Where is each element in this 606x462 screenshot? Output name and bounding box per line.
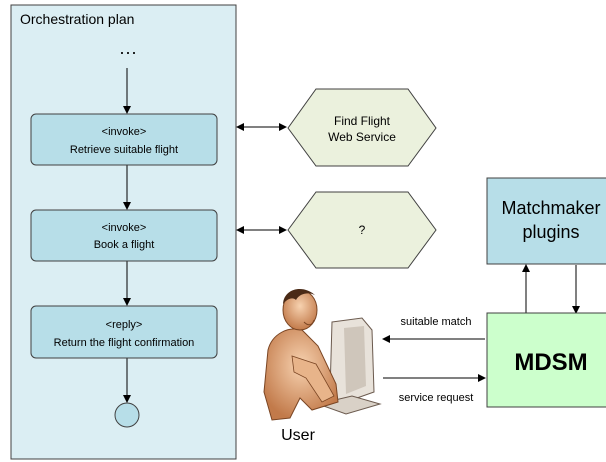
service-find-flight[interactable]: Find Flight Web Service	[287, 88, 437, 167]
service-line2: Web Service	[328, 130, 396, 144]
suitable-match-label: suitable match	[401, 316, 472, 328]
user-illustration: User	[263, 289, 382, 444]
matchmaker-line2: plugins	[522, 222, 579, 242]
service-links	[236, 123, 287, 234]
end-node	[114, 402, 140, 428]
step-label: Retrieve suitable flight	[70, 144, 178, 156]
panel-title: Orchestration plan	[20, 11, 134, 27]
matchmaker-mdsm-arrows	[522, 264, 580, 314]
step-return-confirmation[interactable]: <reply> Return the flight confirmation	[30, 305, 218, 359]
service-label: ?	[359, 223, 366, 237]
step-retrieve-flight[interactable]: <invoke> Retrieve suitable flight	[30, 113, 218, 166]
step-tag: <invoke>	[102, 222, 147, 234]
mdsm-box[interactable]: MDSM	[486, 312, 606, 408]
ellipsis: ···	[119, 42, 137, 62]
step-tag: <invoke>	[102, 126, 147, 138]
matchmaker-line1: Matchmaker	[501, 198, 600, 218]
user-label: User	[281, 427, 315, 444]
step-tag: <reply>	[106, 319, 143, 331]
service-unknown[interactable]: ?	[287, 191, 437, 269]
service-request-label: service request	[399, 392, 474, 404]
step-book-flight[interactable]: <invoke> Book a flight	[30, 209, 218, 262]
matchmaker-plugins[interactable]: Matchmaker plugins	[486, 177, 606, 265]
step-label: Book a flight	[94, 239, 155, 251]
mdsm-label: MDSM	[514, 349, 587, 376]
step-label: Return the flight confirmation	[54, 337, 195, 349]
service-line1: Find Flight	[334, 114, 391, 128]
user-mdsm-arrows	[382, 335, 486, 382]
